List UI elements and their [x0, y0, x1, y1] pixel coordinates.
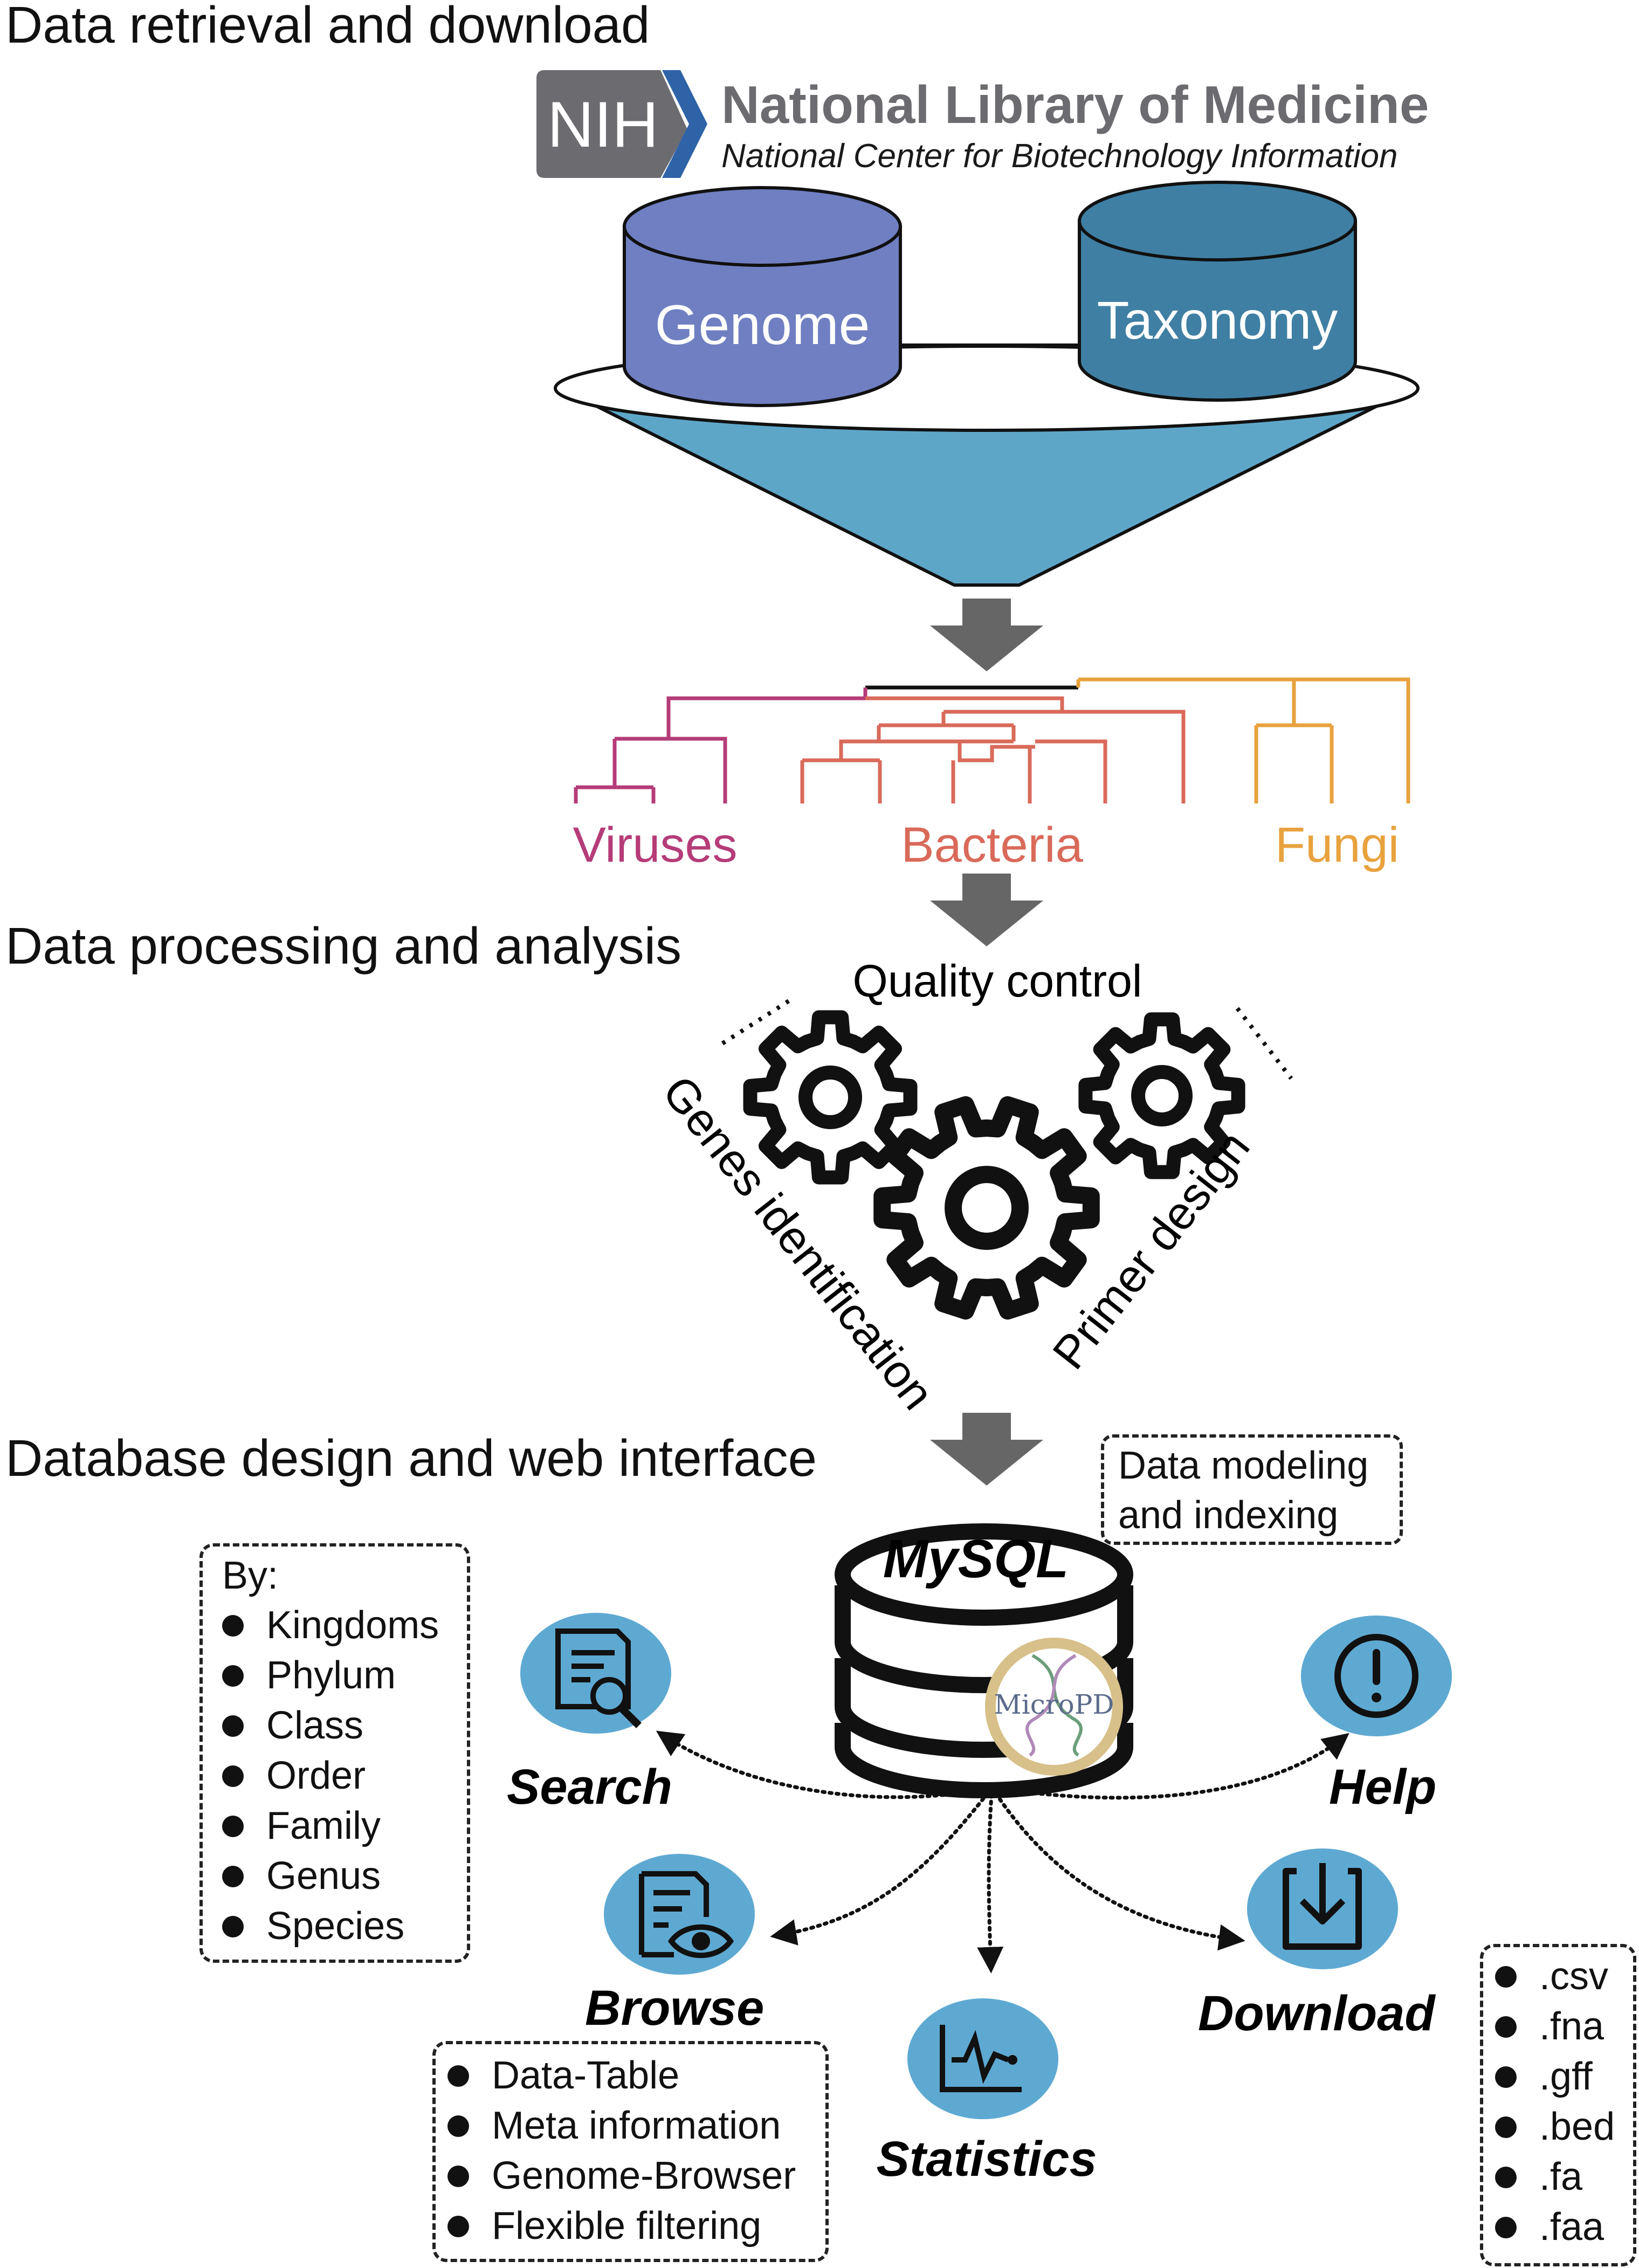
taxonomy-label: Taxonomy — [1097, 291, 1338, 350]
line-chart-icon — [940, 2025, 1022, 2092]
note-line-1: Data modeling — [1118, 1444, 1369, 1487]
phylogenetic-tree — [574, 677, 1410, 803]
list-item: .fa — [1495, 2152, 1633, 2202]
nih-badge-text: NIH — [547, 88, 659, 161]
browse-feature[interactable] — [604, 1854, 755, 1975]
note-line-2: and indexing — [1118, 1494, 1339, 1537]
micropd-logo: MicroPD — [985, 1638, 1123, 1776]
feature-connectors — [656, 1730, 1349, 1974]
statistics-feature[interactable] — [907, 1998, 1058, 2119]
download-label[interactable]: Download — [1198, 1986, 1436, 2041]
down-arrow-icon — [930, 1413, 1043, 1486]
list-item: Family — [222, 1801, 467, 1851]
list-item: Phylum — [222, 1651, 467, 1701]
list-item: Kingdoms — [222, 1600, 467, 1651]
genome-database-icon: Genome — [623, 186, 902, 407]
section-title-processing: Data processing and analysis — [5, 917, 682, 975]
download-formats-box: .csv .fna .gff .bed .fa .faa — [1480, 1944, 1636, 2266]
list-item: .bed — [1495, 2102, 1633, 2152]
help-label[interactable]: Help — [1329, 1760, 1436, 1815]
gear-hole — [1131, 1065, 1193, 1126]
gear-icon — [743, 1010, 918, 1185]
data-modeling-note: Data modeling and indexing — [1101, 1434, 1403, 1545]
fungi-label: Fungi — [1275, 817, 1399, 872]
statistics-label[interactable]: Statistics — [876, 2132, 1097, 2187]
down-arrow-icon — [930, 599, 1043, 671]
taxonomy-database-icon: Taxonomy — [1078, 181, 1357, 402]
gear-hole — [945, 1166, 1029, 1250]
search-feature[interactable] — [520, 1613, 671, 1734]
document-eye-icon — [639, 1871, 734, 1958]
section-title-retrieval: Data retrieval and download — [5, 0, 650, 54]
browse-label[interactable]: Browse — [585, 1981, 764, 2036]
down-arrow-icon — [930, 874, 1043, 946]
search-criteria-box: By: Kingdoms Phylum Class Order Family G… — [199, 1543, 470, 1963]
list-item: Data-Table — [447, 2051, 825, 2101]
nih-logo: NIH National Library of Medicine Nationa… — [536, 70, 1429, 178]
gear-icon — [873, 1096, 1100, 1320]
gear-hole — [798, 1066, 862, 1129]
gears-group — [743, 1010, 1245, 1320]
dotted-connector — [1235, 1007, 1293, 1080]
list-item: Species — [222, 1901, 467, 1951]
list-item: .fna — [1495, 2002, 1633, 2052]
list-item: .gff — [1495, 2052, 1633, 2102]
list-item: Order — [222, 1751, 467, 1801]
exclamation-circle-icon — [1334, 1634, 1418, 1718]
download-feature[interactable] — [1247, 1848, 1398, 1969]
search-label[interactable]: Search — [507, 1760, 672, 1815]
viruses-label: Viruses — [573, 817, 737, 872]
list-item: Genus — [222, 1851, 467, 1901]
download-tray-icon — [1283, 1863, 1362, 1950]
quality-control-label: Quality control — [853, 956, 1142, 1006]
dotted-connector — [721, 998, 791, 1046]
list-item: Flexible filtering — [447, 2201, 825, 2251]
list-item: Meta information — [447, 2101, 825, 2151]
micropd-logo-text: MicroPD — [994, 1689, 1114, 1720]
genome-label: Genome — [655, 294, 870, 356]
mysql-label: MySQL — [883, 1529, 1069, 1589]
bacteria-label: Bacteria — [901, 817, 1083, 872]
section-title-database: Database design and web interface — [5, 1429, 817, 1487]
list-item: .csv — [1495, 1951, 1633, 2002]
list-item: Genome-Browser — [447, 2151, 825, 2201]
help-feature[interactable] — [1301, 1616, 1452, 1736]
genes-identification-label: Genes identification — [652, 1067, 944, 1419]
list-item: .faa — [1495, 2202, 1633, 2252]
nih-subtitle: National Center for Biotechnology Inform… — [721, 138, 1397, 175]
list-item: Class — [222, 1701, 467, 1751]
search-criteria-heading: By: — [222, 1554, 279, 1597]
nih-title: National Library of Medicine — [721, 75, 1429, 134]
document-search-icon — [555, 1628, 642, 1728]
browse-features-box: Data-Table Meta information Genome-Brows… — [432, 2041, 829, 2262]
gear-icon — [1078, 1012, 1245, 1179]
